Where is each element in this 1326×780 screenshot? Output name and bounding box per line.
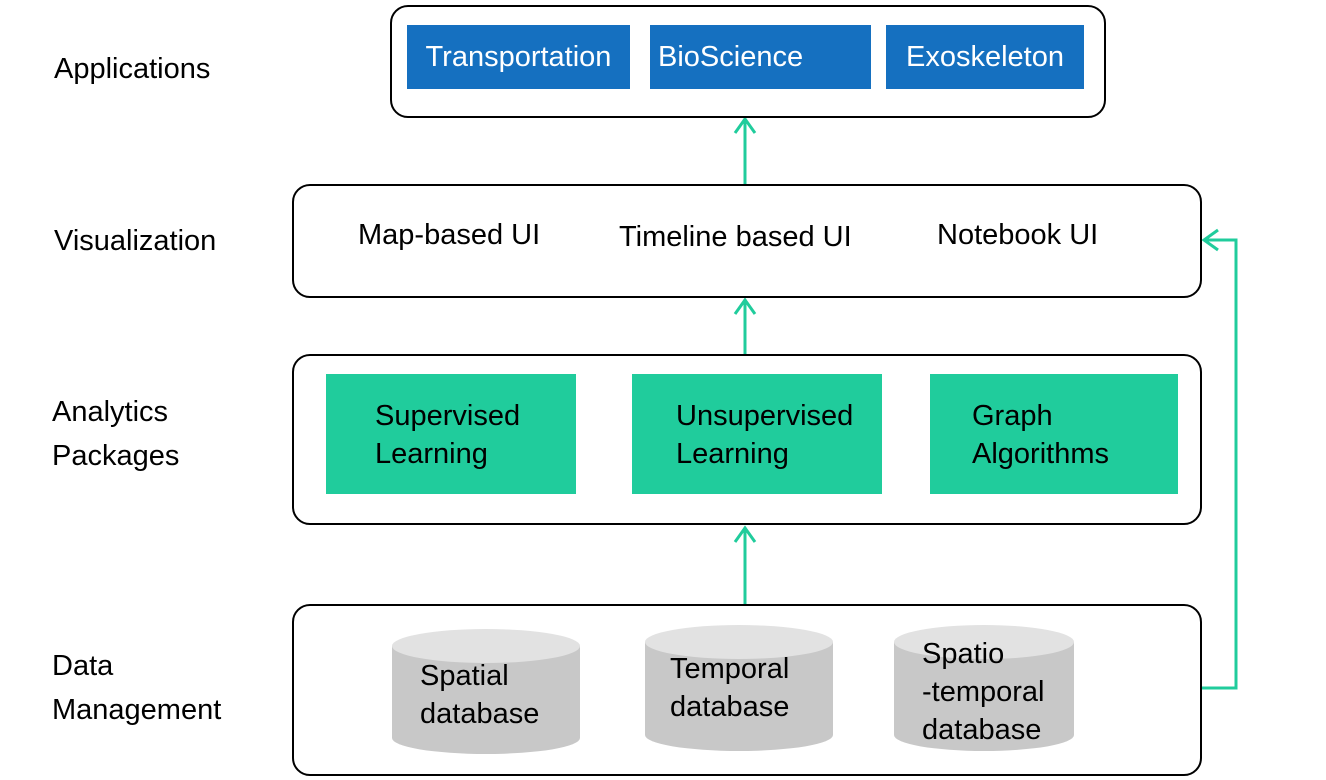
analytics-layer-label: Analytics Packages [52,396,180,472]
graph-algorithms-label: Graph Algorithms [972,400,1109,470]
visualization-layer-box [292,184,1202,298]
arrow-data-to-analytics [733,525,757,604]
arrow-visualization-to-applications [733,116,757,184]
transportation-app-box: Transportation [407,25,630,89]
data-layer-box [292,604,1202,776]
spatio-temporal-database-label: Spatio -temporal database [922,638,1045,746]
exoskeleton-app-box: Exoskeleton [886,25,1084,89]
spatial-database-label: Spatial database [420,660,540,730]
applications-layer-label: Applications [54,53,211,85]
visualization-layer-label: Visualization [54,225,217,257]
temporal-database-label: Temporal database [670,653,790,723]
supervised-learning-label: Supervised Learning [375,400,521,470]
notebook-ui-label: Notebook UI [937,219,1099,251]
spatio-temporal-database-cylinder [894,625,1074,751]
arrow-data-to-visualization [1201,228,1238,690]
graph-algorithms-box [930,374,1178,494]
map-based-ui-label: Map-based UI [358,219,541,251]
timeline-based-ui-label: Timeline based UI [619,221,852,253]
unsupervised-learning-box [632,374,882,494]
supervised-learning-box [326,374,576,494]
arrow-analytics-to-visualization [733,297,757,354]
bioscience-app-box: BioScience [650,25,871,89]
temporal-database-cylinder [645,625,833,751]
spatial-database-cylinder [392,629,580,754]
data-layer-label: Data Management [52,650,222,726]
unsupervised-learning-label: Unsupervised Learning [676,400,854,470]
